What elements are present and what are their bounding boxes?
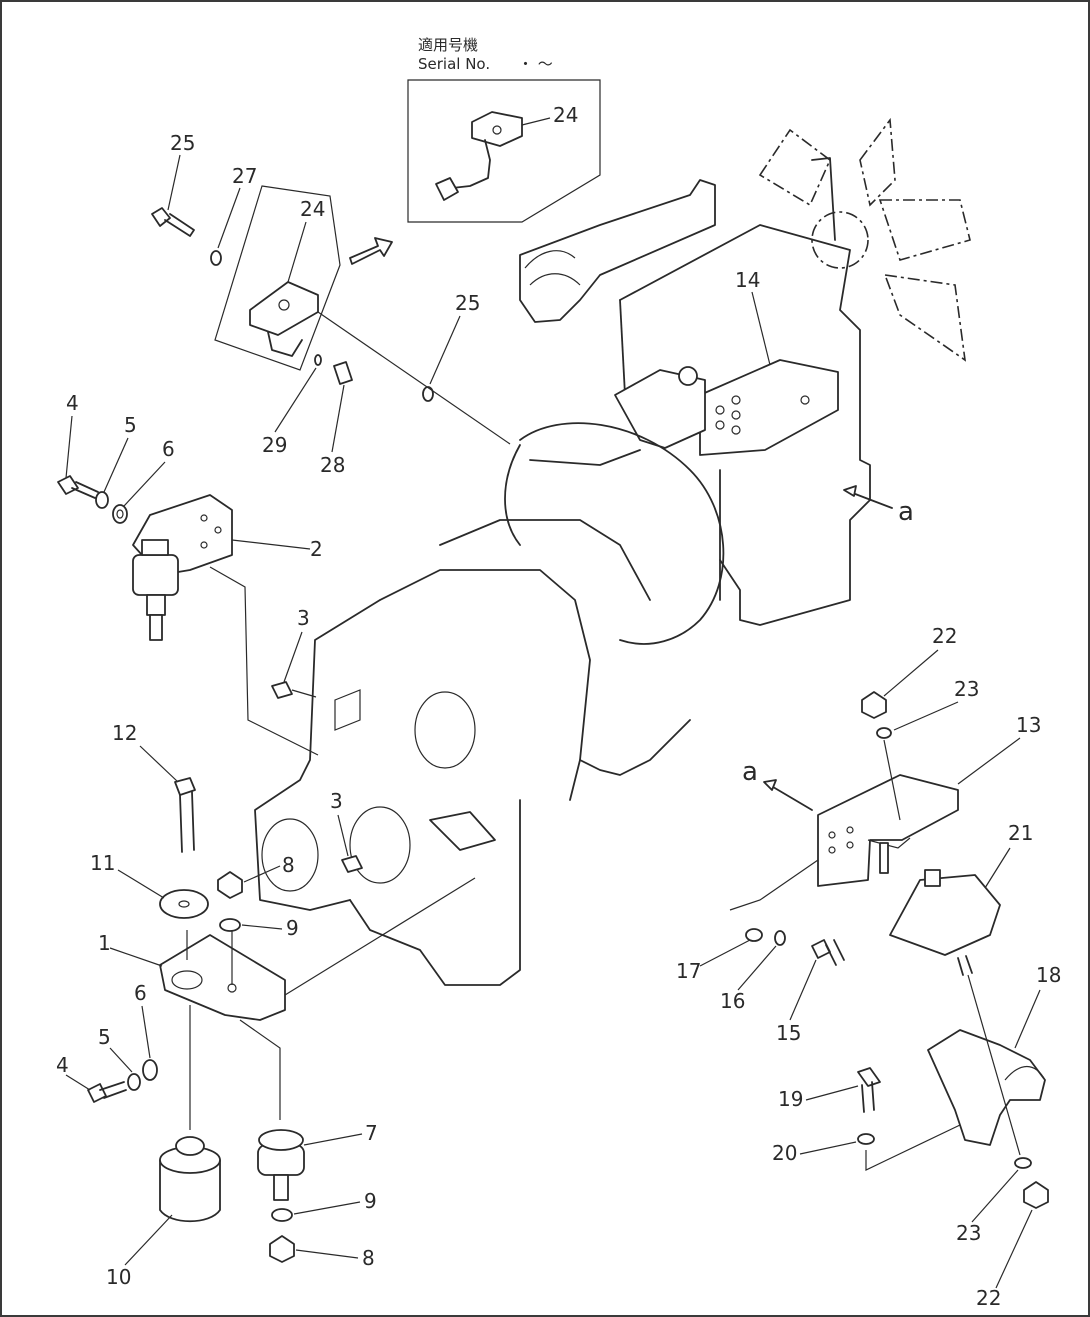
callout-20: 20 bbox=[772, 1141, 797, 1165]
mount-bracket-13 bbox=[729, 691, 1049, 1209]
view-marker-a-engine: a bbox=[898, 497, 914, 527]
callout-25: 25 bbox=[170, 131, 195, 155]
serial-range: ・ ～ bbox=[518, 55, 553, 73]
callout-8b: 8 bbox=[362, 1246, 375, 1270]
callout-8: 8 bbox=[282, 853, 295, 877]
callout-7: 7 bbox=[365, 1121, 378, 1145]
callout-9: 9 bbox=[286, 916, 299, 940]
callout-21: 21 bbox=[1008, 821, 1033, 845]
callout-25b: 25 bbox=[455, 291, 480, 315]
callout-22: 22 bbox=[932, 624, 957, 648]
callout-12: 12 bbox=[112, 721, 137, 745]
callout-23b: 23 bbox=[956, 1221, 981, 1245]
mount-bracket-1 bbox=[87, 777, 476, 1263]
callout-28: 28 bbox=[320, 453, 345, 477]
callout-22b: 22 bbox=[976, 1286, 1001, 1310]
callout-6b: 6 bbox=[134, 981, 147, 1005]
callout-4b: 4 bbox=[56, 1053, 69, 1077]
callout-15: 15 bbox=[776, 1021, 801, 1045]
callout-9b: 9 bbox=[364, 1189, 377, 1213]
callout-3b: 3 bbox=[330, 789, 343, 813]
serial-inset: 適用号機 Serial No. ・ ～ 24 bbox=[407, 36, 601, 223]
callout-29: 29 bbox=[262, 433, 287, 457]
serial-label-jp: 適用号機 bbox=[418, 36, 478, 54]
callout-1: 1 bbox=[98, 931, 111, 955]
callout-19: 19 bbox=[778, 1087, 803, 1111]
callout-27: 27 bbox=[232, 164, 257, 188]
serial-label-en: Serial No. bbox=[418, 55, 490, 73]
callout-4: 4 bbox=[66, 391, 79, 415]
callouts: 25 27 24 29 28 25 14 4 5 6 2 3 12 3 8 11… bbox=[56, 131, 1061, 1310]
callout-24: 24 bbox=[300, 197, 325, 221]
callout-13: 13 bbox=[1016, 713, 1041, 737]
callout-11: 11 bbox=[90, 851, 115, 875]
callout-3: 3 bbox=[297, 606, 310, 630]
view-markers: a a bbox=[742, 485, 914, 811]
callout-14: 14 bbox=[735, 268, 760, 292]
callout-23: 23 bbox=[954, 677, 979, 701]
callout-5b: 5 bbox=[98, 1025, 111, 1049]
bracket-24-assembly bbox=[151, 185, 511, 445]
view-marker-a-bracket: a bbox=[742, 757, 758, 787]
callout-2: 2 bbox=[310, 537, 323, 561]
callout-16: 16 bbox=[720, 989, 745, 1013]
callout-5: 5 bbox=[124, 413, 137, 437]
mount-bracket-2 bbox=[57, 475, 319, 756]
callout-17: 17 bbox=[676, 959, 701, 983]
callout-24-inset: 24 bbox=[553, 103, 578, 127]
callout-18: 18 bbox=[1036, 963, 1061, 987]
callout-10: 10 bbox=[106, 1265, 131, 1289]
callout-6: 6 bbox=[162, 437, 175, 461]
engine-transmission bbox=[254, 117, 971, 986]
